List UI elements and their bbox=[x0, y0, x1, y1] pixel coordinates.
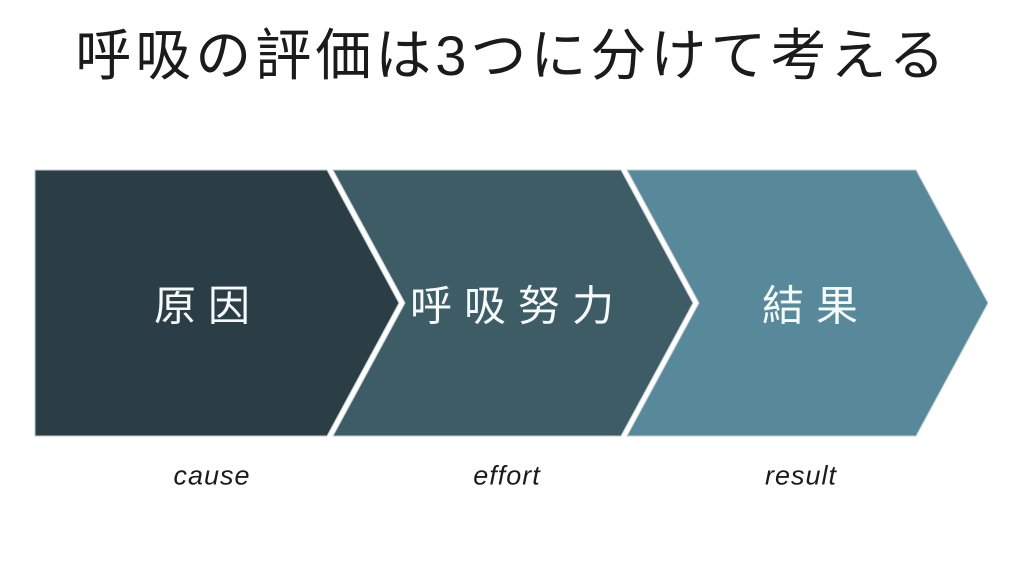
slide-title: 呼吸の評価は3つに分けて考える bbox=[75, 24, 949, 87]
arrow-label-en-cause: cause bbox=[173, 460, 251, 491]
arrow-label-jp-result: 結果 bbox=[761, 282, 871, 330]
arrow-label-en-result: result bbox=[764, 460, 838, 491]
arrow-label-jp-effort: 呼吸努力 bbox=[409, 282, 627, 330]
chevron-shape-effort bbox=[332, 169, 694, 437]
chevron-shape-cause bbox=[34, 169, 400, 437]
arrow-label-jp-cause: 原因 bbox=[153, 282, 263, 330]
chevron-shape-result bbox=[626, 169, 989, 437]
arrow-label-en-effort: effort bbox=[473, 460, 541, 491]
